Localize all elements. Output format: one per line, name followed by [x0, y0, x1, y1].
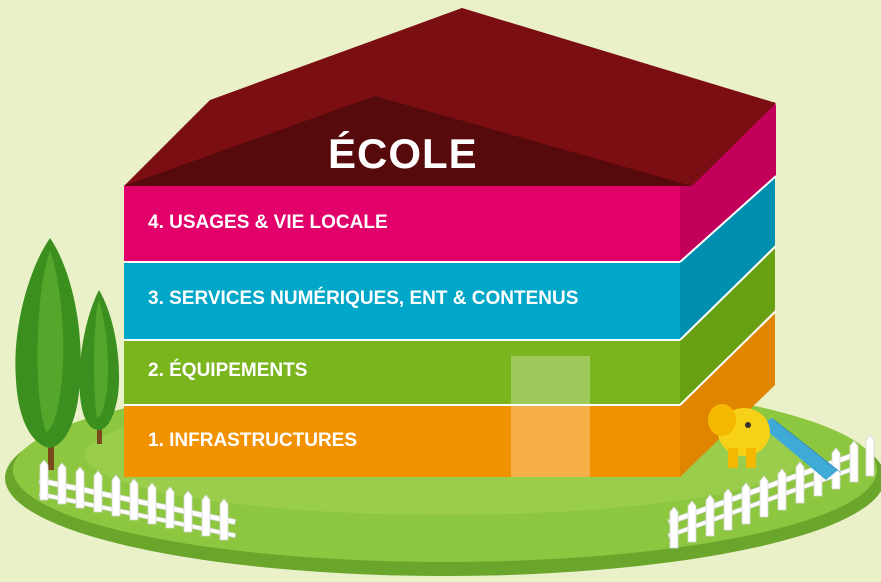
layer-label-usages: 4. USAGES & VIE LOCALE — [148, 212, 388, 233]
elephant-slide-icon — [708, 404, 842, 480]
tree-icon — [79, 290, 120, 444]
door — [511, 356, 590, 477]
layer-infrastructures — [124, 405, 680, 477]
tree-icon — [15, 238, 81, 470]
layer-label-services: 3. SERVICES NUMÉRIQUES, ENT & CONTENUS — [148, 288, 579, 309]
building-front — [124, 186, 680, 477]
layer-equipements — [124, 340, 680, 405]
layer-label-equipements: 2. ÉQUIPEMENTS — [148, 360, 308, 381]
building-title: ÉCOLE — [328, 130, 478, 177]
layer-services — [124, 262, 680, 340]
layer-label-infrastructures: 1. INFRASTRUCTURES — [148, 430, 358, 451]
building-side — [679, 102, 777, 477]
fence-icon — [38, 459, 237, 541]
roof — [124, 8, 776, 186]
layer-usages — [124, 186, 680, 262]
